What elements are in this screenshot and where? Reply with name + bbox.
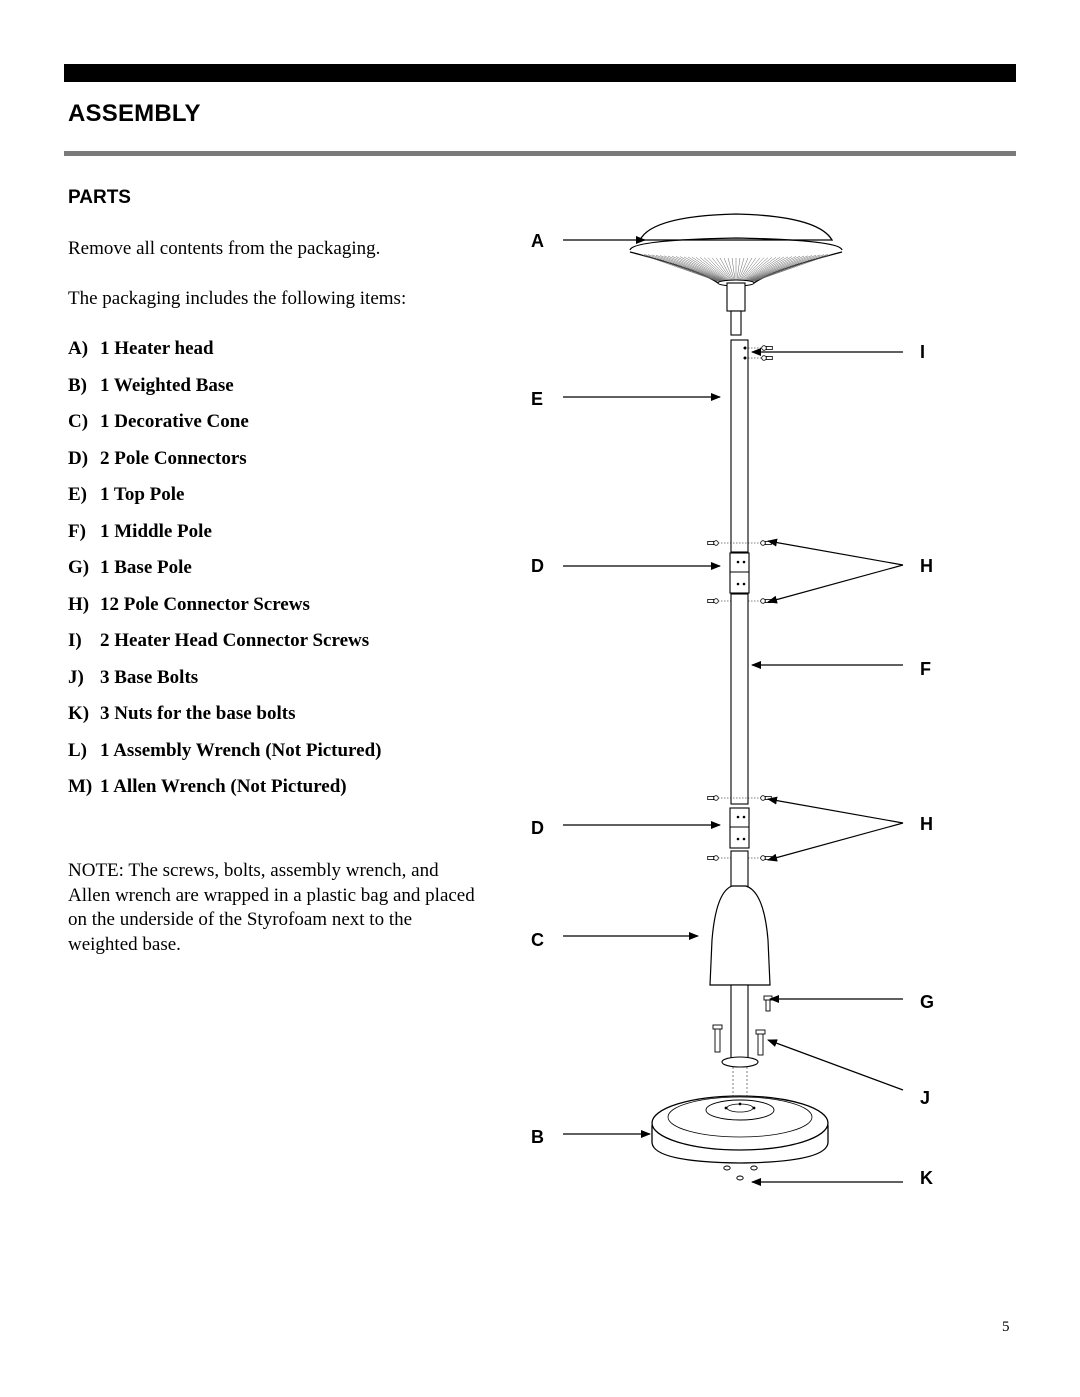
page-number: 5: [1002, 1319, 1010, 1335]
section-divider: [64, 151, 1016, 156]
base-pole-top: [730, 850, 749, 888]
heater-head-screw: [761, 355, 773, 361]
part-key: B): [68, 374, 87, 396]
label-d-connector-lower: D: [531, 818, 544, 838]
part-key: K): [68, 703, 90, 724]
label-h-screws-lower: H: [920, 814, 933, 834]
part-key: M): [68, 776, 93, 797]
callout-arrows: [563, 236, 904, 1186]
part-text: 1 Weighted Base: [100, 374, 234, 396]
page-title: ASSEMBLY: [68, 100, 201, 127]
base-bolt: [712, 1024, 723, 1053]
parts-list-item: B) 1 Weighted Base: [68, 375, 381, 412]
parts-heading: PARTS: [68, 187, 131, 208]
heater-head-grille: [639, 253, 833, 283]
base-pole: [730, 984, 749, 1061]
heater-head: [629, 213, 843, 287]
part-text: 1 Heater head: [100, 338, 214, 359]
parts-list-item: E) 1 Top Pole: [68, 484, 381, 521]
parts-list-item: M) 1 Allen Wrench (Not Pictured): [68, 776, 381, 813]
part-text: 1 Base Pole: [100, 557, 192, 578]
label-e-top-pole: E: [531, 389, 543, 409]
label-j-base-bolts: J: [920, 1088, 930, 1108]
heater-neck: [726, 282, 746, 312]
part-key: F): [68, 520, 86, 542]
parts-list: A) 1 Heater head B) 1 Weighted Base C) 1 De…: [68, 338, 381, 813]
parts-list-item: H) 12 Pole Connector Screws: [68, 594, 381, 631]
heater-exploded-diagram: A E D D C B I H F H G J K: [531, 213, 934, 1188]
parts-list-item: C) 1 Decorative Cone: [68, 411, 381, 448]
part-text: 2 Pole Connectors: [100, 447, 247, 469]
part-key: A): [68, 338, 89, 359]
pole-connector-lower: [729, 807, 750, 849]
top-pole: [730, 339, 749, 553]
parts-list-item: L) 1 Assembly Wrench (Not Pictured): [68, 740, 381, 777]
label-b-base: B: [531, 1127, 544, 1147]
parts-list-item: I) 2 Heater Head Connector Screws: [68, 630, 381, 667]
packaging-note: NOTE: The screws, bolts, assembly wrench…: [68, 860, 475, 955]
pole-connector-screw: [707, 855, 719, 861]
part-text: 1 Assembly Wrench (Not Pictured): [100, 739, 382, 761]
part-text: 1 Middle Pole: [100, 520, 212, 542]
label-a-heater-head: A: [531, 231, 544, 251]
label-c-cone: C: [531, 930, 544, 950]
part-text: 3 Nuts for the base bolts: [100, 703, 296, 724]
intro-package-includes: The packaging includes the following ite…: [68, 288, 407, 309]
part-key: D): [68, 447, 89, 469]
part-text: 1 Allen Wrench (Not Pictured): [100, 776, 347, 797]
pole-connector-upper: [729, 552, 750, 594]
pole-connector-screw: [707, 540, 719, 546]
part-text: 2 Heater Head Connector Screws: [100, 630, 370, 651]
base-pole-flange: [721, 1056, 759, 1068]
label-g-base-pole: G: [920, 992, 934, 1012]
part-key: E): [68, 484, 87, 505]
base-bolt: [755, 1029, 766, 1056]
parts-list-item: J) 3 Base Bolts: [68, 667, 381, 704]
label-f-middle-pole: F: [920, 659, 931, 679]
part-key: C): [68, 411, 89, 432]
label-i-head-screws: I: [920, 342, 925, 362]
parts-list-item: G) 1 Base Pole: [68, 557, 381, 594]
parts-list-item: A) 1 Heater head: [68, 338, 381, 375]
part-text: 3 Base Bolts: [100, 666, 199, 688]
part-text: 12 Pole Connector Screws: [100, 593, 310, 615]
pole-connector-screw: [707, 795, 719, 801]
part-key: L): [68, 739, 87, 761]
part-text: 1 Top Pole: [100, 484, 185, 505]
part-key: G): [68, 557, 90, 578]
header-bar: [64, 64, 1016, 82]
parts-list-item: F) 1 Middle Pole: [68, 521, 381, 558]
decorative-cone: [709, 885, 771, 986]
label-h-screws-upper: H: [920, 556, 933, 576]
weighted-base: [651, 1095, 829, 1164]
parts-list-item: K) 3 Nuts for the base bolts: [68, 703, 381, 740]
heater-neck-tip: [730, 310, 742, 336]
part-key: J): [68, 666, 84, 688]
base-nuts: [723, 1165, 758, 1181]
label-k-nuts: K: [920, 1168, 933, 1188]
part-key: I): [68, 630, 82, 651]
intro-remove-contents: Remove all contents from the packaging.: [68, 238, 381, 259]
part-key: H): [68, 593, 90, 615]
part-text: 1 Decorative Cone: [100, 411, 249, 432]
base-bolt: [763, 995, 773, 1012]
pole-connector-screw: [707, 598, 719, 604]
parts-list-item: D) 2 Pole Connectors: [68, 448, 381, 485]
label-d-connector-upper: D: [531, 556, 544, 576]
middle-pole: [730, 593, 749, 805]
heater-head-screw: [761, 345, 773, 351]
